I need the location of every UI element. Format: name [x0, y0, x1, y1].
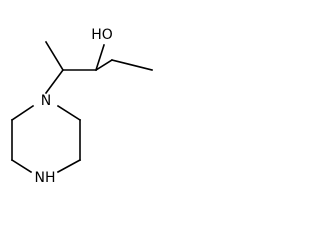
hydroxyl-label: HO — [91, 27, 113, 43]
ring-bond-c-right-to-n1 — [56, 104, 82, 122]
bond-c3-to-methyl-right-visible — [111, 59, 153, 71]
ring-nitrogen-label: N — [41, 93, 51, 109]
bond-methyl-left-to-c2 — [44, 40, 65, 72]
chemical-structure-diagram: HO N NH — [10, 27, 153, 186]
ring-nh-label: NH — [35, 170, 56, 186]
piperazine-ring-bonds — [10, 104, 82, 174]
ring-bond-n1-to-c-left — [10, 104, 35, 122]
carbon-skeleton-bonds — [44, 40, 153, 95]
bond-c3-to-c4 — [94, 58, 114, 72]
ring-bond-c-left-to-nh — [10, 158, 33, 174]
bond-c2-to-ring-nitrogen — [44, 68, 65, 95]
atom-labels: HO N NH — [35, 27, 113, 186]
bond-c3-to-hydroxyl — [94, 43, 106, 72]
ring-bond-nh-to-c-right — [56, 158, 82, 174]
